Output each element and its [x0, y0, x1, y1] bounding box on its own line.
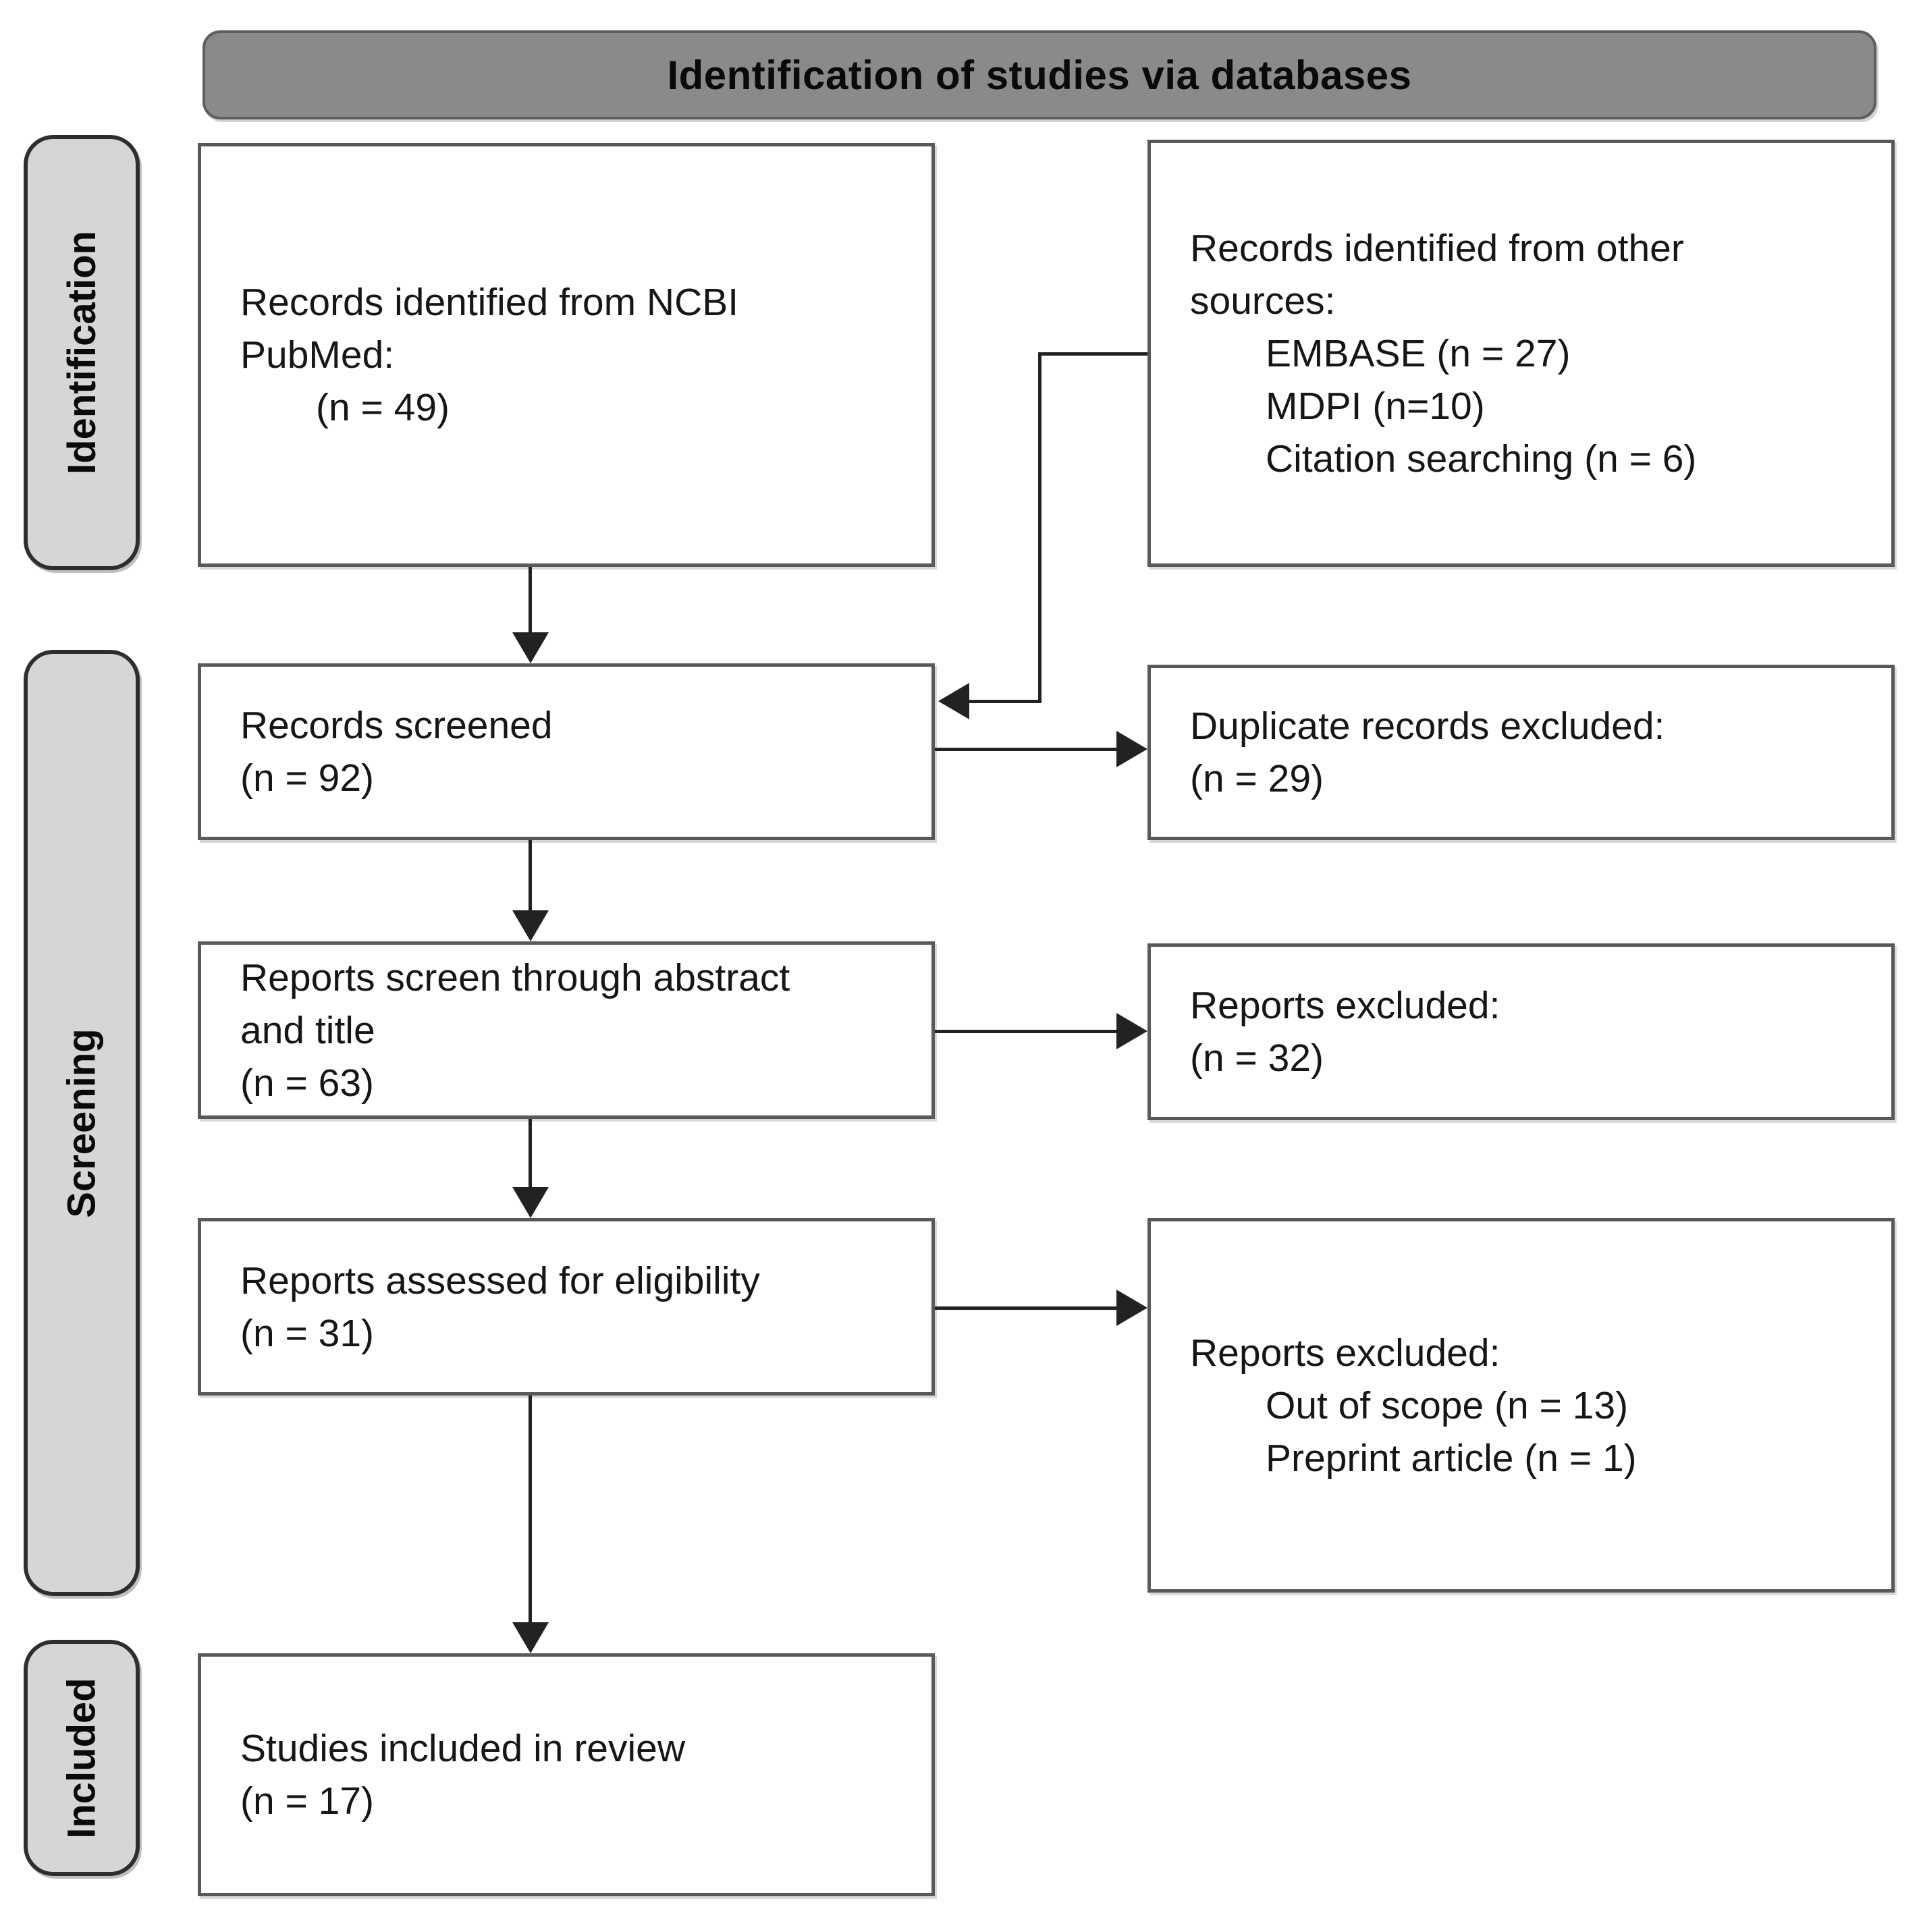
box-reports-screened-abstract-title: Reports screen through abstract and title… — [198, 941, 935, 1119]
diagram-title: Identification of studies via databases — [667, 52, 1412, 98]
stage-tab-identification: Identification — [24, 135, 140, 570]
arrow-abstract-to-eligibility-head — [512, 1187, 549, 1218]
arrow-eligibility-to-included-line — [529, 1396, 532, 1624]
box-reports-excluded: Reports excluded: (n = 32) — [1147, 943, 1895, 1120]
box-reports-screened-text: Reports screen through abstract and title… — [240, 951, 892, 1109]
box-records-other-text: Records identified from other sources: — [1190, 222, 1852, 327]
text-line: Reports excluded: — [1190, 984, 1500, 1027]
stage-tab-screening: Screening — [24, 650, 140, 1596]
arrow-other-sources-elbow-bottom — [968, 700, 1041, 703]
text-line: Reports excluded: — [1190, 1331, 1500, 1375]
box-reports-excluded-eligibility-text: Reports excluded: — [1190, 1327, 1852, 1379]
text-line: Citation searching (n = 6) — [1266, 437, 1697, 480]
text-line: Reports screen through abstract — [240, 956, 790, 999]
text-line: (n = 17) — [240, 1779, 375, 1823]
arrow-pubmed-to-screened-line — [529, 567, 532, 634]
arrow-other-sources-elbow-vertical — [1038, 352, 1041, 703]
box-records-screened: Records screened (n = 92) — [198, 663, 935, 840]
text-line: and title — [240, 1008, 375, 1052]
text-line: EMBASE (n = 27) — [1266, 331, 1571, 375]
stage-tab-included: Included — [24, 1640, 140, 1876]
box-records-other-counts: EMBASE (n = 27) MDPI (n=10) Citation searc… — [1190, 327, 1852, 485]
stage-label-included: Included — [59, 1677, 104, 1839]
text-line: (n = 29) — [1190, 757, 1324, 800]
arrow-abstract-to-excluded-line — [935, 1030, 1118, 1033]
box-reports-assessed-text: Reports assessed for eligibility (n = 31) — [240, 1254, 892, 1360]
box-reports-excluded-text: Reports excluded: (n = 32) — [1190, 979, 1852, 1084]
text-line: Studies included in review — [240, 1727, 686, 1770]
arrow-screened-to-abstract-line — [529, 840, 532, 912]
box-studies-included-text: Studies included in review (n = 17) — [240, 1722, 892, 1827]
arrow-screened-to-duplicates-line — [935, 748, 1118, 751]
text-line: (n = 49) — [316, 386, 450, 429]
text-line: Duplicate records excluded: — [1190, 705, 1665, 748]
box-records-screened-text: Records screened (n = 92) — [240, 699, 892, 804]
text-line: Records identified from other — [1190, 226, 1684, 270]
arrow-screened-to-duplicates-head — [1116, 731, 1147, 767]
text-line: Out of scope (n = 13) — [1266, 1383, 1629, 1427]
arrow-abstract-to-excluded-head — [1116, 1013, 1147, 1049]
arrow-pubmed-to-screened-head — [512, 632, 549, 663]
box-records-pubmed-text: Records identified from NCBI PubMed: — [240, 276, 892, 381]
box-reports-assessed-eligibility: Reports assessed for eligibility (n = 31) — [198, 1218, 935, 1396]
text-line: MDPI (n=10) — [1266, 384, 1485, 428]
arrow-eligibility-to-excluded-line — [935, 1306, 1118, 1310]
box-reports-excluded-eligibility-reasons: Out of scope (n = 13) Preprint article (n… — [1190, 1379, 1852, 1485]
stage-label-screening: Screening — [59, 1028, 104, 1218]
box-reports-excluded-eligibility: Reports excluded: Out of scope (n = 13) P… — [1147, 1218, 1895, 1593]
text-line: sources: — [1190, 279, 1336, 323]
box-studies-included: Studies included in review (n = 17) — [198, 1653, 935, 1896]
arrow-other-sources-elbow-top — [1038, 352, 1147, 356]
text-line: (n = 32) — [1190, 1037, 1324, 1080]
diagram-title-banner: Identification of studies via databases — [202, 30, 1876, 119]
text-line: Records screened — [240, 704, 553, 747]
text-line: Preprint article (n = 1) — [1266, 1436, 1637, 1480]
box-duplicate-records-excluded: Duplicate records excluded: (n = 29) — [1147, 665, 1895, 840]
text-line: PubMed: — [240, 333, 395, 377]
arrow-screened-to-abstract-head — [512, 910, 549, 941]
text-line: Records identified from NCBI — [240, 281, 739, 324]
arrow-eligibility-to-included-head — [512, 1622, 549, 1653]
box-duplicates-text: Duplicate records excluded: (n = 29) — [1190, 700, 1852, 805]
text-line: (n = 92) — [240, 756, 375, 800]
box-records-pubmed-counts: (n = 49) — [240, 381, 892, 434]
arrow-abstract-to-eligibility-line — [529, 1119, 532, 1189]
box-records-pubmed: Records identified from NCBI PubMed: (n =… — [198, 143, 935, 567]
arrow-other-sources-to-screened-head — [938, 683, 969, 719]
box-records-other-sources: Records identified from other sources: EM… — [1147, 140, 1895, 567]
arrow-eligibility-to-excluded-head — [1116, 1290, 1147, 1326]
stage-label-identification: Identification — [59, 231, 104, 474]
text-line: Reports assessed for eligibility — [240, 1259, 760, 1302]
text-line: (n = 31) — [240, 1311, 375, 1355]
text-line: (n = 63) — [240, 1061, 375, 1105]
